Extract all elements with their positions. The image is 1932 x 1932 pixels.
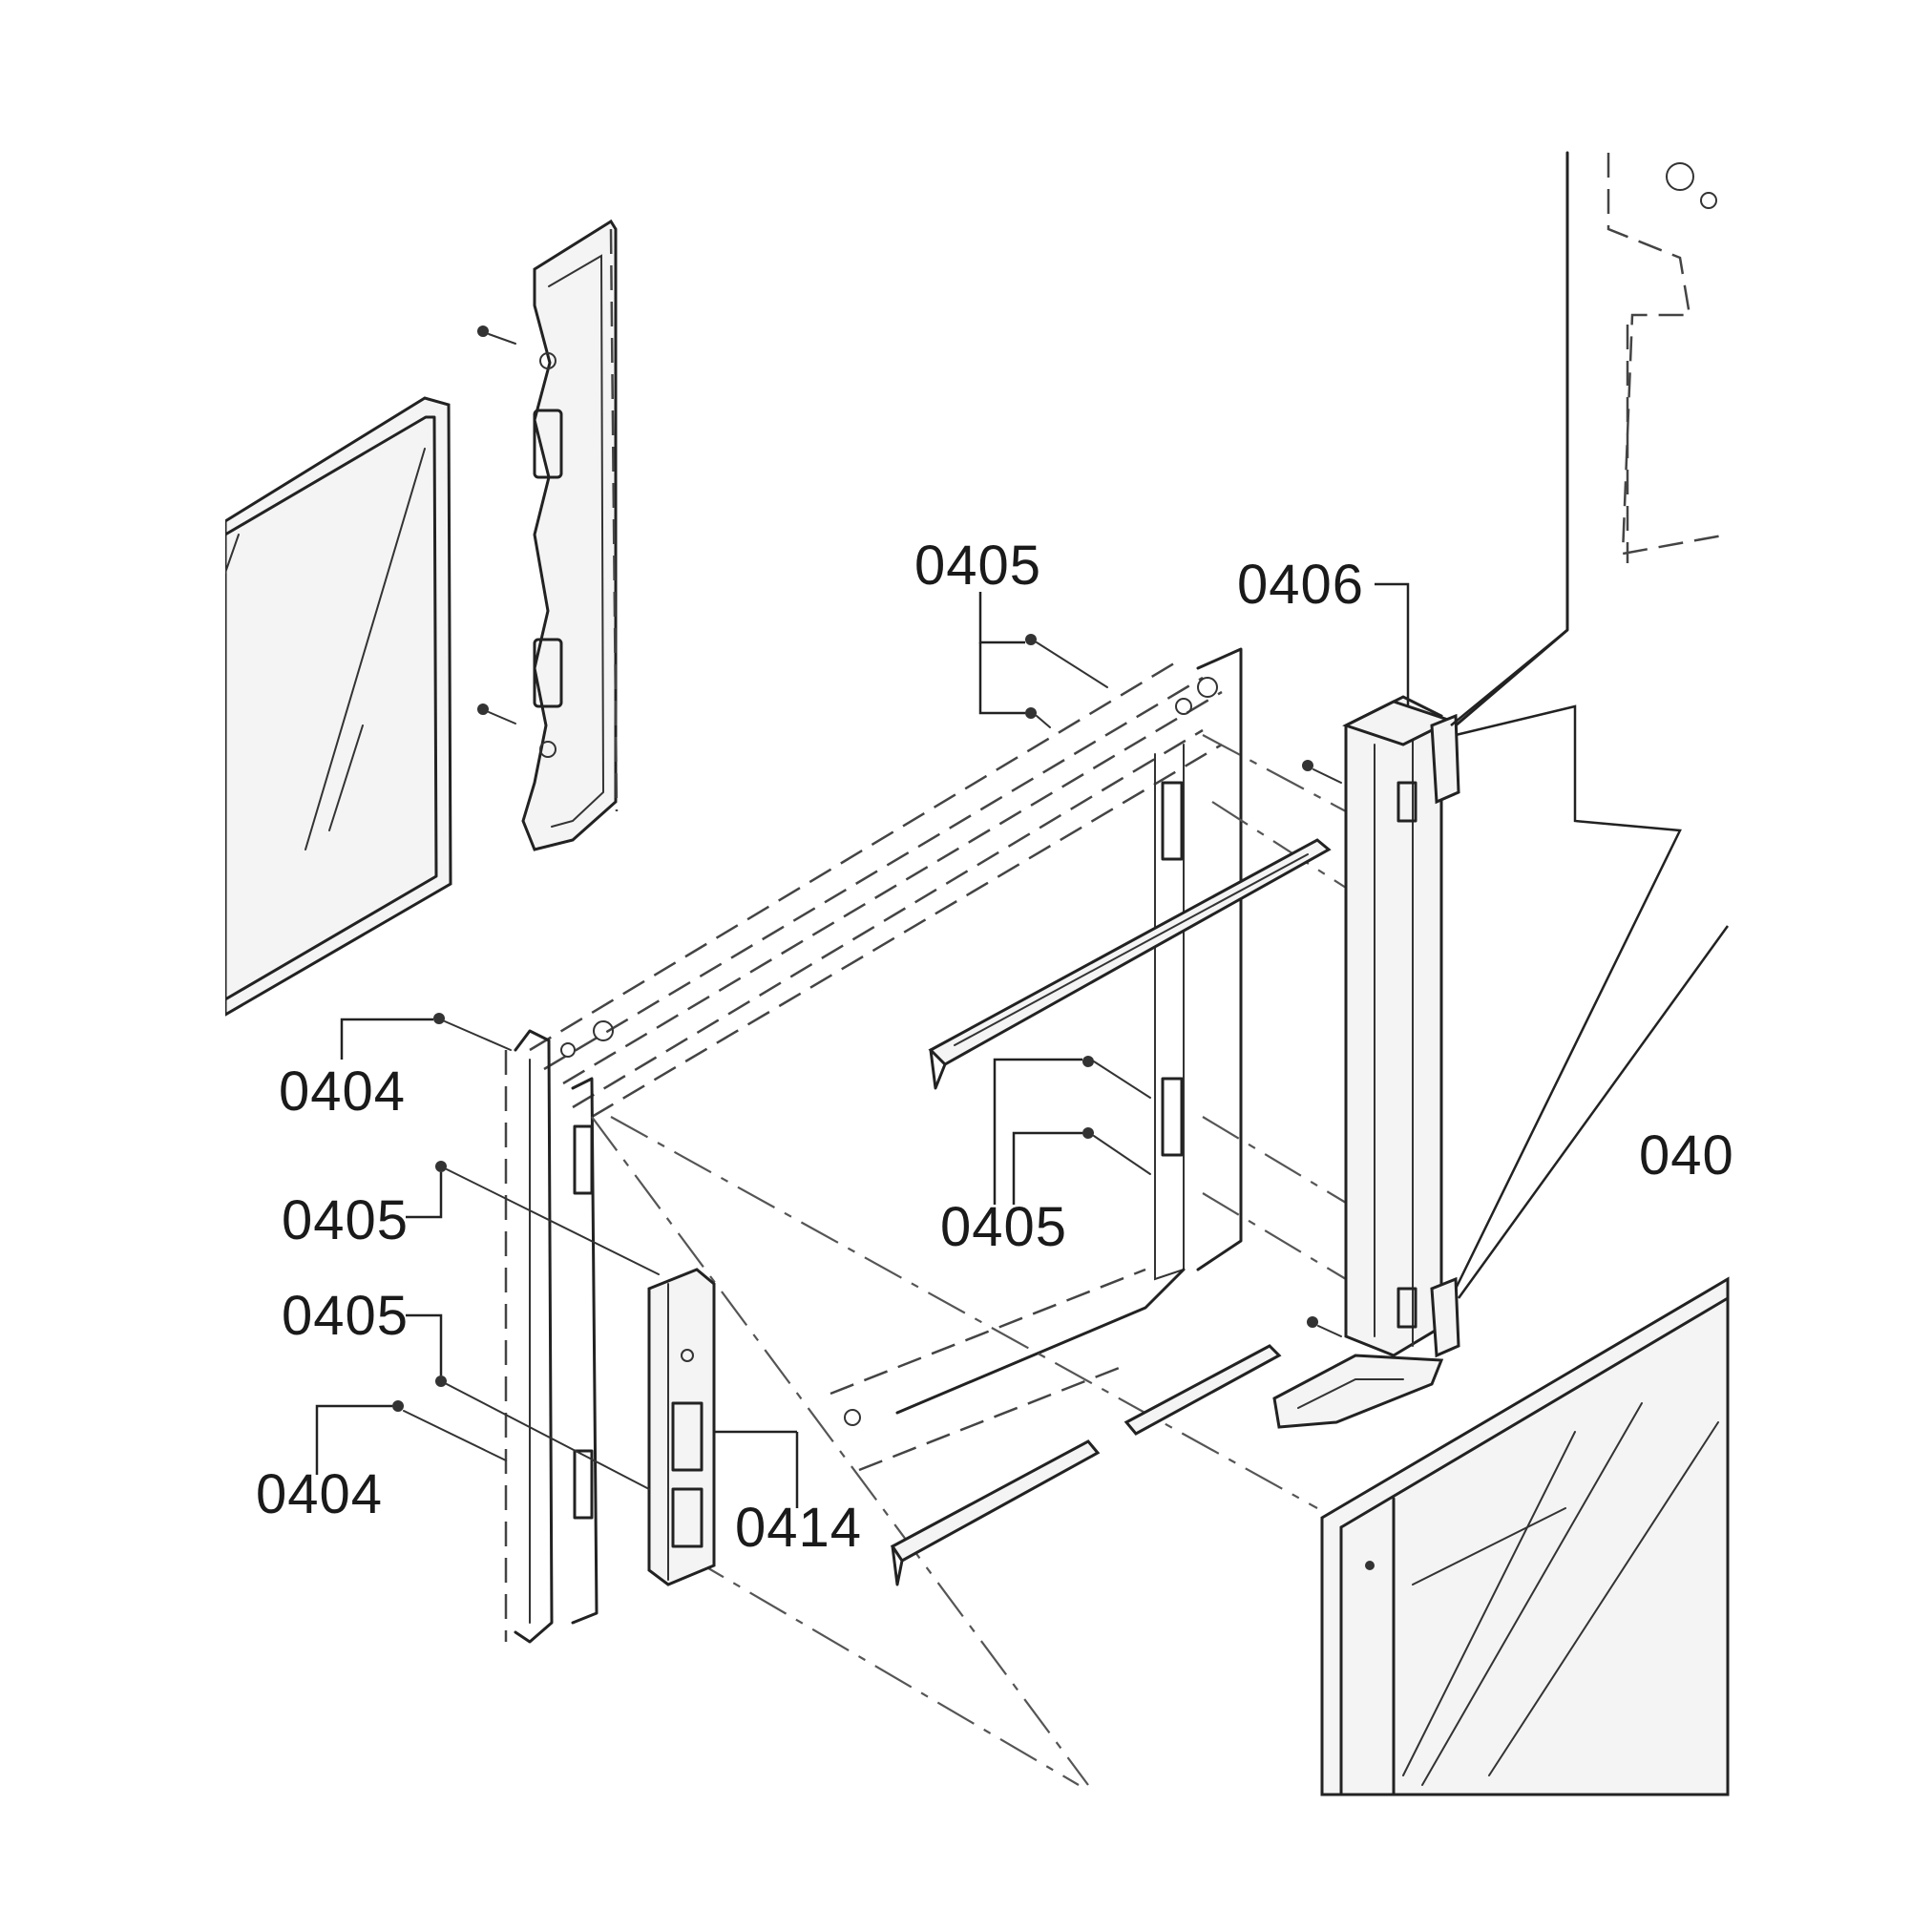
fastener-screws xyxy=(392,634,1094,1412)
latch-part-0414 xyxy=(647,1268,799,1586)
label-leaders xyxy=(315,582,1410,1490)
cabinet-side-panel-top-right xyxy=(1454,151,1729,727)
label-0414: 0414 xyxy=(735,1497,862,1559)
main-frame-assembly xyxy=(504,647,1347,1786)
left-glass-door-panel xyxy=(223,396,452,1018)
upper-slide-rail xyxy=(928,838,1332,1090)
hinge-column-0406 xyxy=(1272,629,1730,1429)
label-0404-lower: 0404 xyxy=(256,1463,383,1525)
label-0406: 0406 xyxy=(1237,554,1364,616)
right-crop-mask xyxy=(1730,0,1932,1932)
label-040-cut: 040 xyxy=(1639,1124,1734,1186)
label-0404-upper: 0404 xyxy=(279,1060,406,1123)
right-glass-door-panel xyxy=(1320,1276,1730,1796)
left-crop-mask xyxy=(0,0,225,1932)
label-0405-center: 0405 xyxy=(940,1196,1067,1258)
label-0405-left-lower: 0405 xyxy=(282,1285,409,1347)
upper-hinge-bracket xyxy=(477,219,619,851)
lower-slide-rail xyxy=(890,1344,1282,1586)
label-0405-top: 0405 xyxy=(914,535,1041,597)
part-labels: 0405 0406 0404 0405 0405 0405 0404 0414 … xyxy=(256,535,1734,1559)
label-0405-left-upper: 0405 xyxy=(282,1189,409,1251)
